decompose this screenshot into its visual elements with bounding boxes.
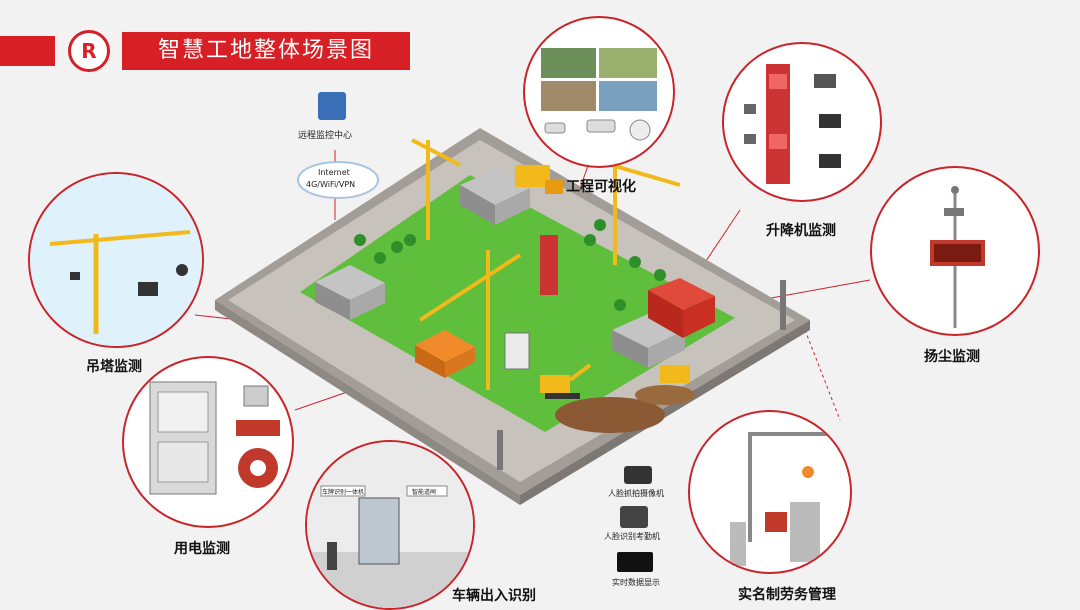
site-buildings [315,170,786,470]
monitor-icon [318,92,346,120]
attendance-machine-icon [620,506,648,528]
display-screen-icon [617,552,653,572]
remote-center-label: 远程监控中心 [298,131,353,141]
label-labor: 实名制劳务管理 [738,587,836,603]
label-crane: 吊塔监测 [86,359,142,375]
trees [354,219,666,311]
device-display-label: 实时数据显示 [612,578,660,587]
label-power: 用电监测 [174,541,230,557]
cloud-label-2: 4G/WiFi/VPN [306,180,356,189]
title-bar: R 智慧工地整体场景图 [0,30,410,72]
cloud-label-1: Internet [318,168,350,177]
network-cloud [297,161,379,199]
label-vehicle: 车辆出入识别 [452,588,536,604]
elevator-tower [540,235,558,295]
face-camera-icon [624,466,652,484]
label-dust: 扬尘监测 [924,349,980,365]
power-circle [122,356,294,528]
vehicles [515,165,690,399]
page-title: 智慧工地整体场景图 [122,32,410,70]
dust-circle [870,166,1040,336]
visual-circle [523,16,675,168]
vehicle-sign-2: 智能道闸 [412,489,437,496]
crane-circle [28,172,204,348]
label-visual: 工程可视化 [566,179,636,195]
device-attendance-label: 人脸识别考勤机 [604,532,660,541]
device-camera-label: 人脸抓拍摄像机 [608,489,664,498]
label-elevator: 升降机监测 [766,223,836,239]
vehicle-circle [305,440,475,610]
vehicle-sign-1: 车牌识别一体机 [322,489,365,496]
brand-logo-icon: R [68,30,110,72]
title-accent-bar [0,36,55,66]
elevator-circle [722,42,882,202]
labor-circle [688,410,852,574]
